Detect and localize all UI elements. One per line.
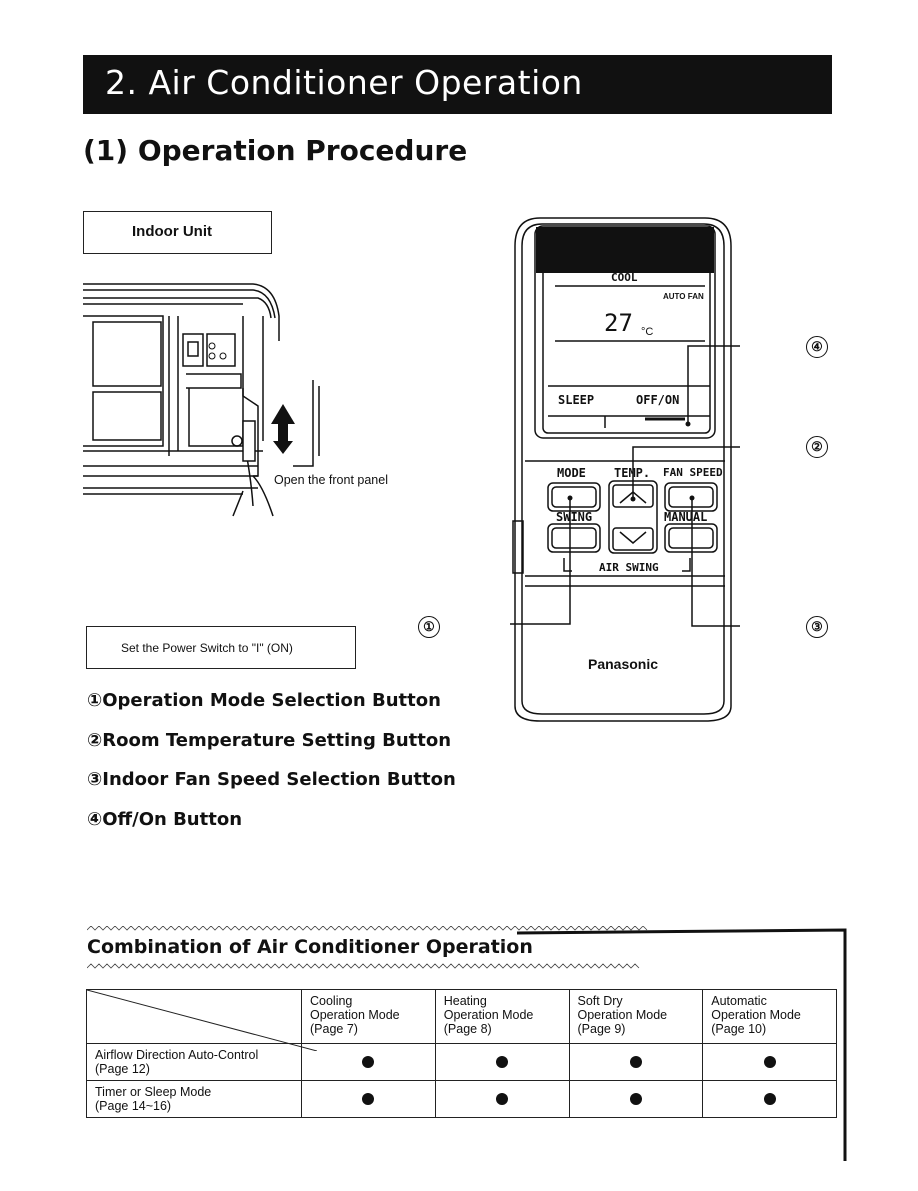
corner-cell	[86, 989, 317, 1051]
lcd-mode: COOL	[611, 271, 638, 284]
button-list-item: ①Operation Mode Selection Button	[87, 690, 441, 711]
mark-cell	[434, 1043, 570, 1081]
row-label: Airflow Direction Auto-Control(Page 12)	[86, 1043, 302, 1081]
button-list-item: ③Indoor Fan Speed Selection Button	[87, 769, 456, 790]
bullet-mark	[362, 1056, 375, 1068]
sleep-label: SLEEP	[558, 393, 595, 407]
section-banner: 2. Air Conditioner Operation	[83, 55, 832, 114]
callout-3: ③	[806, 616, 828, 638]
procedure-title: (1) Operation Procedure	[83, 134, 468, 167]
fan-speed-label: FAN SPEED	[663, 466, 723, 479]
bullet-mark	[496, 1056, 509, 1068]
swing-label: SWING	[556, 510, 593, 524]
table-row: Airflow Direction Auto-Control(Page 12)	[86, 1043, 837, 1081]
power-switch-text: Set the Power Switch to "I" (ON)	[121, 641, 293, 655]
button-list-item: ②Room Temperature Setting Button	[87, 730, 452, 751]
bullet-mark	[763, 1056, 776, 1068]
indoor-unit-illustration	[83, 283, 320, 517]
bullet-mark	[629, 1056, 642, 1068]
mode-label: MODE	[557, 466, 586, 480]
lcd-fan: AUTO FAN	[663, 292, 704, 301]
mark-cell	[702, 1080, 837, 1118]
bullet-mark	[496, 1093, 509, 1105]
mark-cell	[568, 1043, 704, 1081]
power-switch-note: Set the Power Switch to "I" (ON)	[86, 626, 356, 669]
air-swing-label: AIR SWING	[599, 561, 659, 574]
mark-cell	[301, 1043, 436, 1081]
remote-control-illustration	[510, 217, 740, 722]
bullet-mark	[763, 1093, 776, 1105]
offon-label: OFF/ON	[636, 393, 680, 407]
bullet-mark	[629, 1093, 642, 1105]
mark-cell	[301, 1080, 436, 1118]
bullet-mark	[362, 1093, 375, 1105]
callout-2: ②	[806, 436, 828, 458]
lcd-unit: °C	[641, 326, 654, 338]
table-row: Timer or Sleep Mode(Page 14~16)	[86, 1080, 837, 1118]
manual-label: MANUAL	[664, 510, 708, 524]
front-panel-caption: Open the front panel	[274, 473, 388, 487]
mark-cell	[434, 1080, 570, 1118]
mark-cell	[702, 1043, 837, 1081]
callout-4: ④	[806, 336, 828, 358]
indoor-unit-label: Indoor Unit	[132, 223, 212, 240]
temp-label: TEMP.	[614, 466, 651, 480]
diagonal-line	[87, 990, 317, 1051]
lcd-temperature: 27	[604, 309, 633, 337]
mark-cell	[568, 1080, 704, 1118]
row-label: Timer or Sleep Mode(Page 14~16)	[86, 1080, 302, 1118]
brand-logo: Panasonic	[588, 656, 659, 672]
combination-title: Combination of Air Conditioner Operation	[87, 936, 533, 958]
section-title: 2. Air Conditioner Operation	[105, 63, 583, 102]
combination-frame	[87, 926, 847, 1161]
indoor-unit-label-box: Indoor Unit	[83, 211, 272, 254]
callout-1: ①	[418, 616, 440, 638]
button-list-item: ④Off/On Button	[87, 809, 243, 830]
